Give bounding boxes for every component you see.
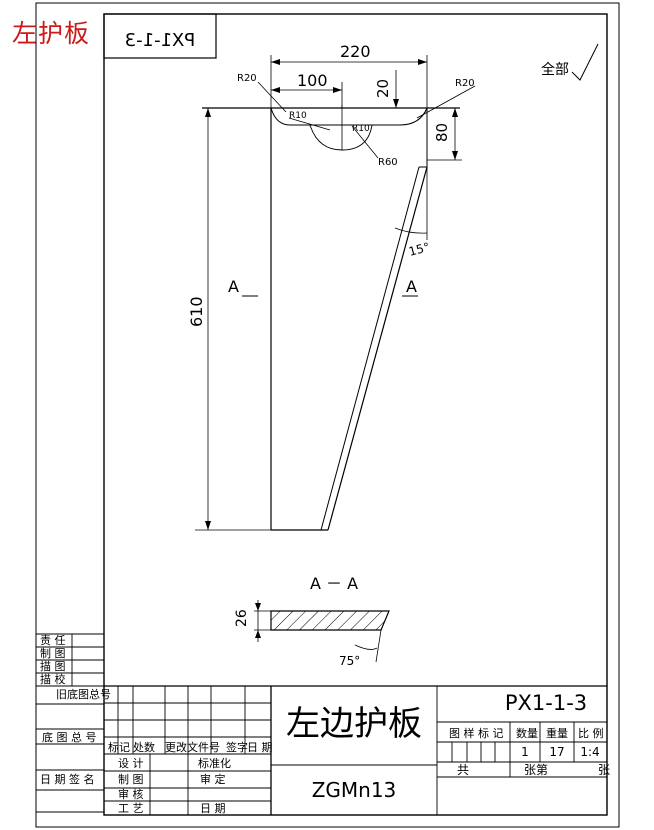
surface-finish-mark: 全部	[541, 43, 599, 81]
role-check: 审 核	[118, 787, 144, 801]
rev-header-date: 日 期	[247, 741, 273, 754]
section-label: A － A	[310, 574, 358, 593]
section-marker-right-label: A	[406, 277, 417, 296]
dim-part: 100	[297, 71, 328, 90]
props-header-mark: 图 样 标 记	[449, 726, 504, 740]
rev-header-docno: 更改文件号	[165, 740, 220, 754]
weight-value: 17	[549, 745, 564, 759]
mirrored-code-box: PX1-1-3	[103, 13, 217, 59]
role-standard: 标准化	[198, 756, 231, 770]
arrowheads	[205, 59, 458, 530]
total-sheets-label: 共	[457, 763, 469, 777]
section-marker-left: A	[228, 277, 258, 297]
section-view	[254, 600, 390, 663]
role-date: 日 期	[200, 802, 226, 815]
left-row-3: 描 图	[40, 659, 66, 673]
dim-height: 610	[187, 296, 206, 327]
dim-radius-right: R20	[455, 78, 475, 89]
quantity-value: 1	[521, 745, 529, 759]
sheet-suffix-label: 张	[598, 763, 610, 777]
scale-value: 1:4	[580, 745, 599, 759]
drawing-name: 左边护板	[286, 704, 422, 744]
dim-radius-small-1: R10	[289, 111, 307, 121]
props-header-scale: 比 例	[578, 726, 604, 740]
dim-radius-left: R20	[237, 73, 257, 84]
drawing-number: PX1-1-3	[505, 691, 587, 715]
outer-border	[35, 2, 620, 828]
section-marker-left-label: A	[228, 277, 239, 296]
title-block	[104, 685, 607, 815]
left-row-2: 制 图	[40, 647, 66, 660]
inner-frame	[103, 13, 608, 816]
sheet-of-label: 张第	[524, 763, 548, 777]
dim-width: 220	[340, 42, 371, 61]
page-title: 左护板	[12, 19, 91, 48]
role-draw: 制 图	[118, 773, 144, 786]
finish-label: 全部	[541, 61, 569, 78]
role-approve: 审 定	[200, 772, 226, 786]
left-column	[36, 633, 104, 813]
material: ZGMn13	[312, 778, 397, 802]
left-row-1: 责 任	[40, 634, 66, 647]
dim-right-height: 80	[433, 123, 451, 142]
dim-top-offset: 20	[374, 79, 392, 98]
rev-header-sign: 签字	[226, 740, 248, 754]
rev-header-count: 处数	[133, 741, 155, 754]
role-design: 设 计	[118, 757, 144, 770]
role-process: 工 艺	[118, 802, 144, 815]
left-row-4: 描 校	[40, 672, 66, 686]
part-outline	[195, 105, 460, 531]
props-header-weight: 重量	[546, 726, 568, 740]
dim-thickness: 26	[234, 609, 250, 627]
section-marker-right: A	[402, 277, 418, 297]
dim-radius-small-2: R10	[352, 124, 370, 134]
dim-radius-large: R60	[378, 157, 398, 168]
old-drawing-label: 旧底图总号	[56, 687, 111, 701]
props-header-qty: 数量	[516, 727, 538, 740]
base-drawing-label: 底 图 总 号	[42, 730, 97, 744]
rev-header-mark: 标记	[108, 740, 130, 754]
date-sign-label: 日 期 签 名	[40, 772, 95, 786]
dim-angle-section: 75°	[339, 654, 360, 668]
dim-angle-top: 15°	[407, 240, 431, 259]
mirrored-code: PX1-1-3	[125, 30, 196, 51]
